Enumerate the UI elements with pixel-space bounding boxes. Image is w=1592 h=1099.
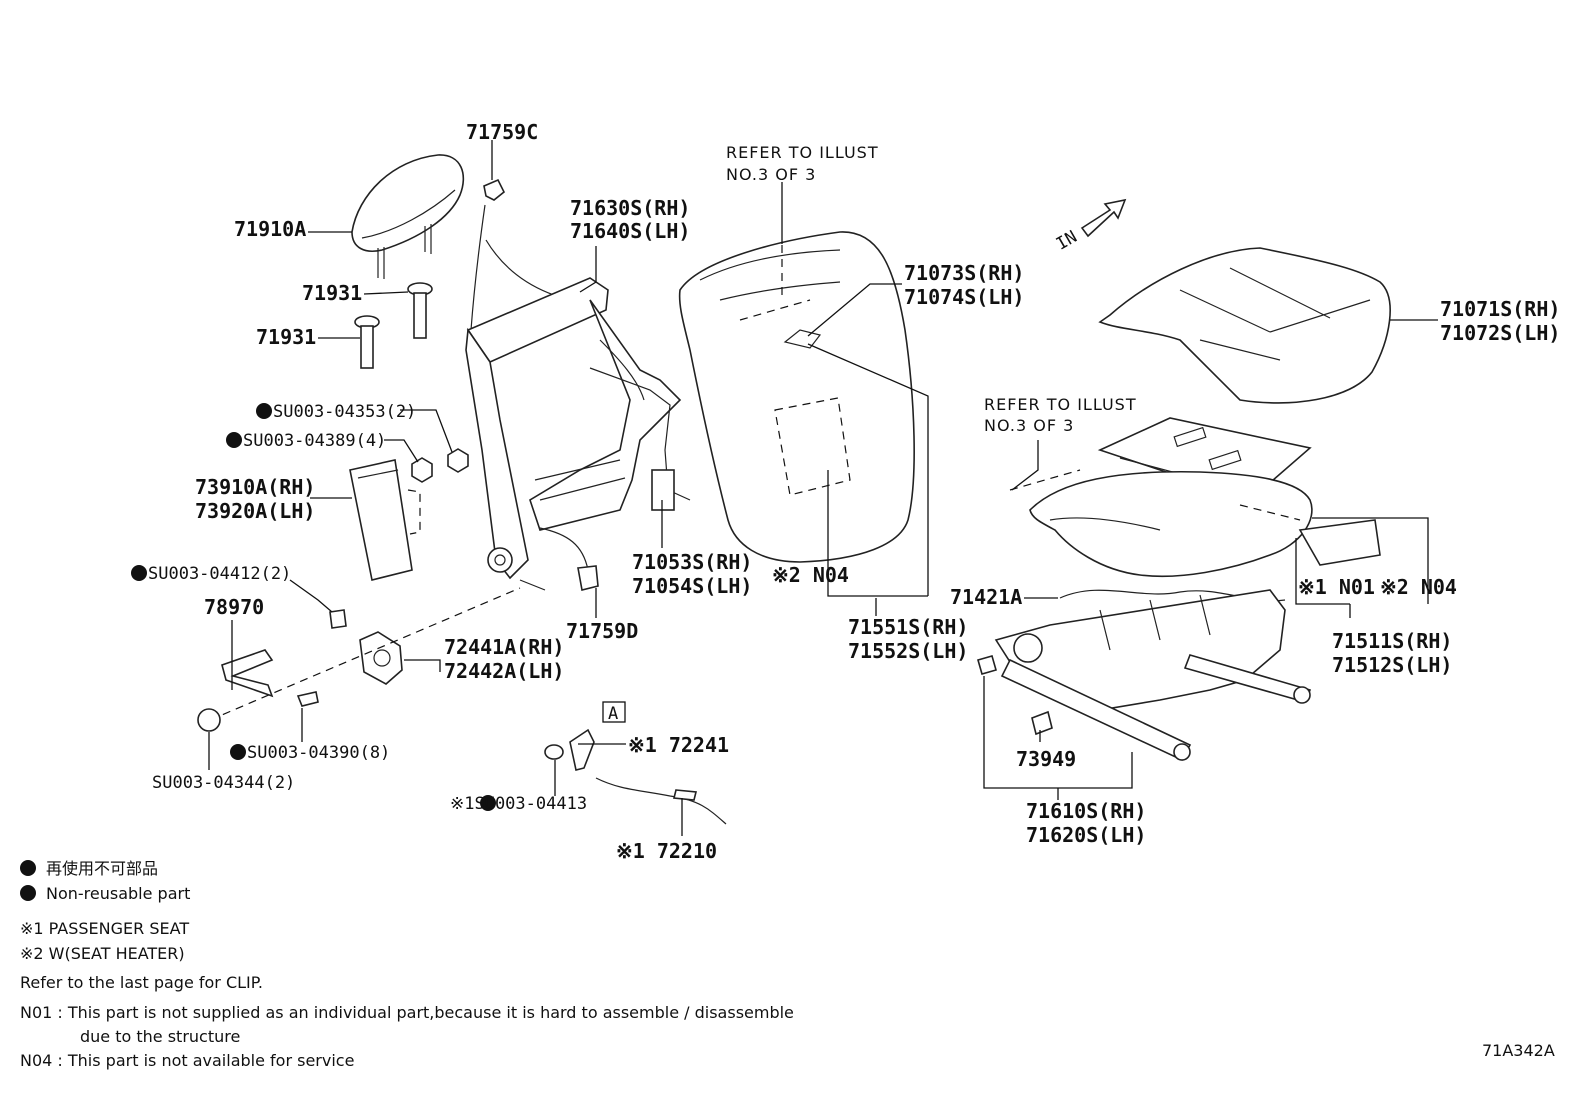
in-direction-label: IN xyxy=(1053,227,1081,255)
callout-72441a: 72441A(RH) xyxy=(444,635,564,659)
callout-71931-lower: 71931 xyxy=(256,325,316,349)
legend-dot-en xyxy=(20,885,36,901)
callout-su003-04413: ※1SU003-04413 xyxy=(450,794,587,814)
reference-box-a: A xyxy=(608,704,618,724)
legend-non-reusable-en: Non-reusable part xyxy=(46,884,190,903)
callout-71551s: 71551S(RH) xyxy=(848,615,968,639)
headrest-drawing xyxy=(351,154,465,279)
legend-n01-line1: N01 : This part is not supplied as an in… xyxy=(20,1003,794,1022)
legend-note-heater: ※2 W(SEAT HEATER) xyxy=(20,944,185,963)
refer-mid-line2: NO.3 OF 3 xyxy=(984,416,1074,435)
callout-n01: ※1 N01 xyxy=(1298,575,1375,599)
non-reusable-marker xyxy=(131,565,147,581)
legend: 再使用不可部品 Non-reusable part ※1 PASSENGER S… xyxy=(20,859,794,1070)
legend-dot-jp xyxy=(20,860,36,876)
non-reusable-marker xyxy=(230,744,246,760)
non-reusable-marker xyxy=(226,432,242,448)
callout-labels: 71759C 71910A 71931 71931 71630S(RH) 716… xyxy=(131,120,1560,863)
callout-71074s: 71074S(LH) xyxy=(904,285,1024,309)
callout-73949: 73949 xyxy=(1016,747,1076,771)
recliner-drawing xyxy=(329,609,403,685)
legend-non-reusable-jp: 再使用不可部品 xyxy=(46,859,158,878)
refer-top-line2: NO.3 OF 3 xyxy=(726,165,816,184)
seatback-frame-drawing xyxy=(465,277,691,591)
callout-72442a: 72442A(LH) xyxy=(444,659,564,683)
legend-n01-line2: due to the structure xyxy=(80,1027,240,1046)
callout-71640s: 71640S(LH) xyxy=(570,219,690,243)
callout-71759d: 71759D xyxy=(566,619,638,643)
refer-mid-line1: REFER TO ILLUST xyxy=(984,395,1137,414)
callout-71073s: 71073S(RH) xyxy=(904,261,1024,285)
callout-71931-upper: 71931 xyxy=(302,281,362,305)
callout-71072s: 71072S(LH) xyxy=(1440,321,1560,345)
callout-71053s: 71053S(RH) xyxy=(632,550,752,574)
callout-71759c: 71759C xyxy=(466,120,538,144)
seatback-pad-drawing xyxy=(678,231,915,563)
callout-su003-04353: SU003-04353(2) xyxy=(273,402,416,422)
callout-73920a: 73920A(LH) xyxy=(195,499,315,523)
callout-71910a: 71910A xyxy=(234,217,306,241)
nut-drawing xyxy=(411,448,469,483)
callout-n04-cushion: ※2 N04 xyxy=(1380,575,1457,599)
cushion-cover-drawing xyxy=(1098,247,1391,404)
diagram-code: 71A342A xyxy=(1482,1041,1555,1060)
callout-71511s: 71511S(RH) xyxy=(1332,629,1452,653)
clip-71759c-drawing xyxy=(483,178,506,201)
legend-note-passenger: ※1 PASSENGER SEAT xyxy=(20,919,189,938)
callout-su003-04412: SU003-04412(2) xyxy=(148,564,291,584)
callout-72210: ※1 72210 xyxy=(616,839,717,863)
callout-71054s: 71054S(LH) xyxy=(632,574,752,598)
callout-71512s: 71512S(LH) xyxy=(1332,653,1452,677)
callout-71620s: 71620S(LH) xyxy=(1026,823,1146,847)
headrest-guide-drawing xyxy=(354,282,433,369)
legend-n04-line: N04 : This part is not available for ser… xyxy=(20,1051,354,1070)
seat-track-drawing xyxy=(994,589,1312,762)
non-reusable-marker xyxy=(256,403,272,419)
callout-78970: 78970 xyxy=(204,595,264,619)
cushion-pad-drawing xyxy=(1009,469,1381,578)
callout-su003-04390: SU003-04390(8) xyxy=(247,743,390,763)
callout-71421a: 71421A xyxy=(950,585,1022,609)
callout-73910a: 73910A(RH) xyxy=(195,475,315,499)
callout-71630s: 71630S(RH) xyxy=(570,196,690,220)
callout-71610s: 71610S(RH) xyxy=(1026,799,1146,823)
leader-lines xyxy=(208,140,1438,836)
side-airbag-drawing xyxy=(349,459,413,581)
cable-drawing xyxy=(544,728,727,825)
callout-71552s: 71552S(LH) xyxy=(848,639,968,663)
callout-su003-04389: SU003-04389(4) xyxy=(243,431,386,451)
refer-top-line1: REFER TO ILLUST xyxy=(726,143,879,162)
callout-71071s: 71071S(RH) xyxy=(1440,297,1560,321)
callout-su003-04344: SU003-04344(2) xyxy=(152,773,295,793)
legend-clip-note: Refer to the last page for CLIP. xyxy=(20,973,263,992)
non-reusable-marker xyxy=(480,795,496,811)
callout-n04-seatback: ※2 N04 xyxy=(772,563,849,587)
callout-72241: ※1 72241 xyxy=(628,733,729,757)
